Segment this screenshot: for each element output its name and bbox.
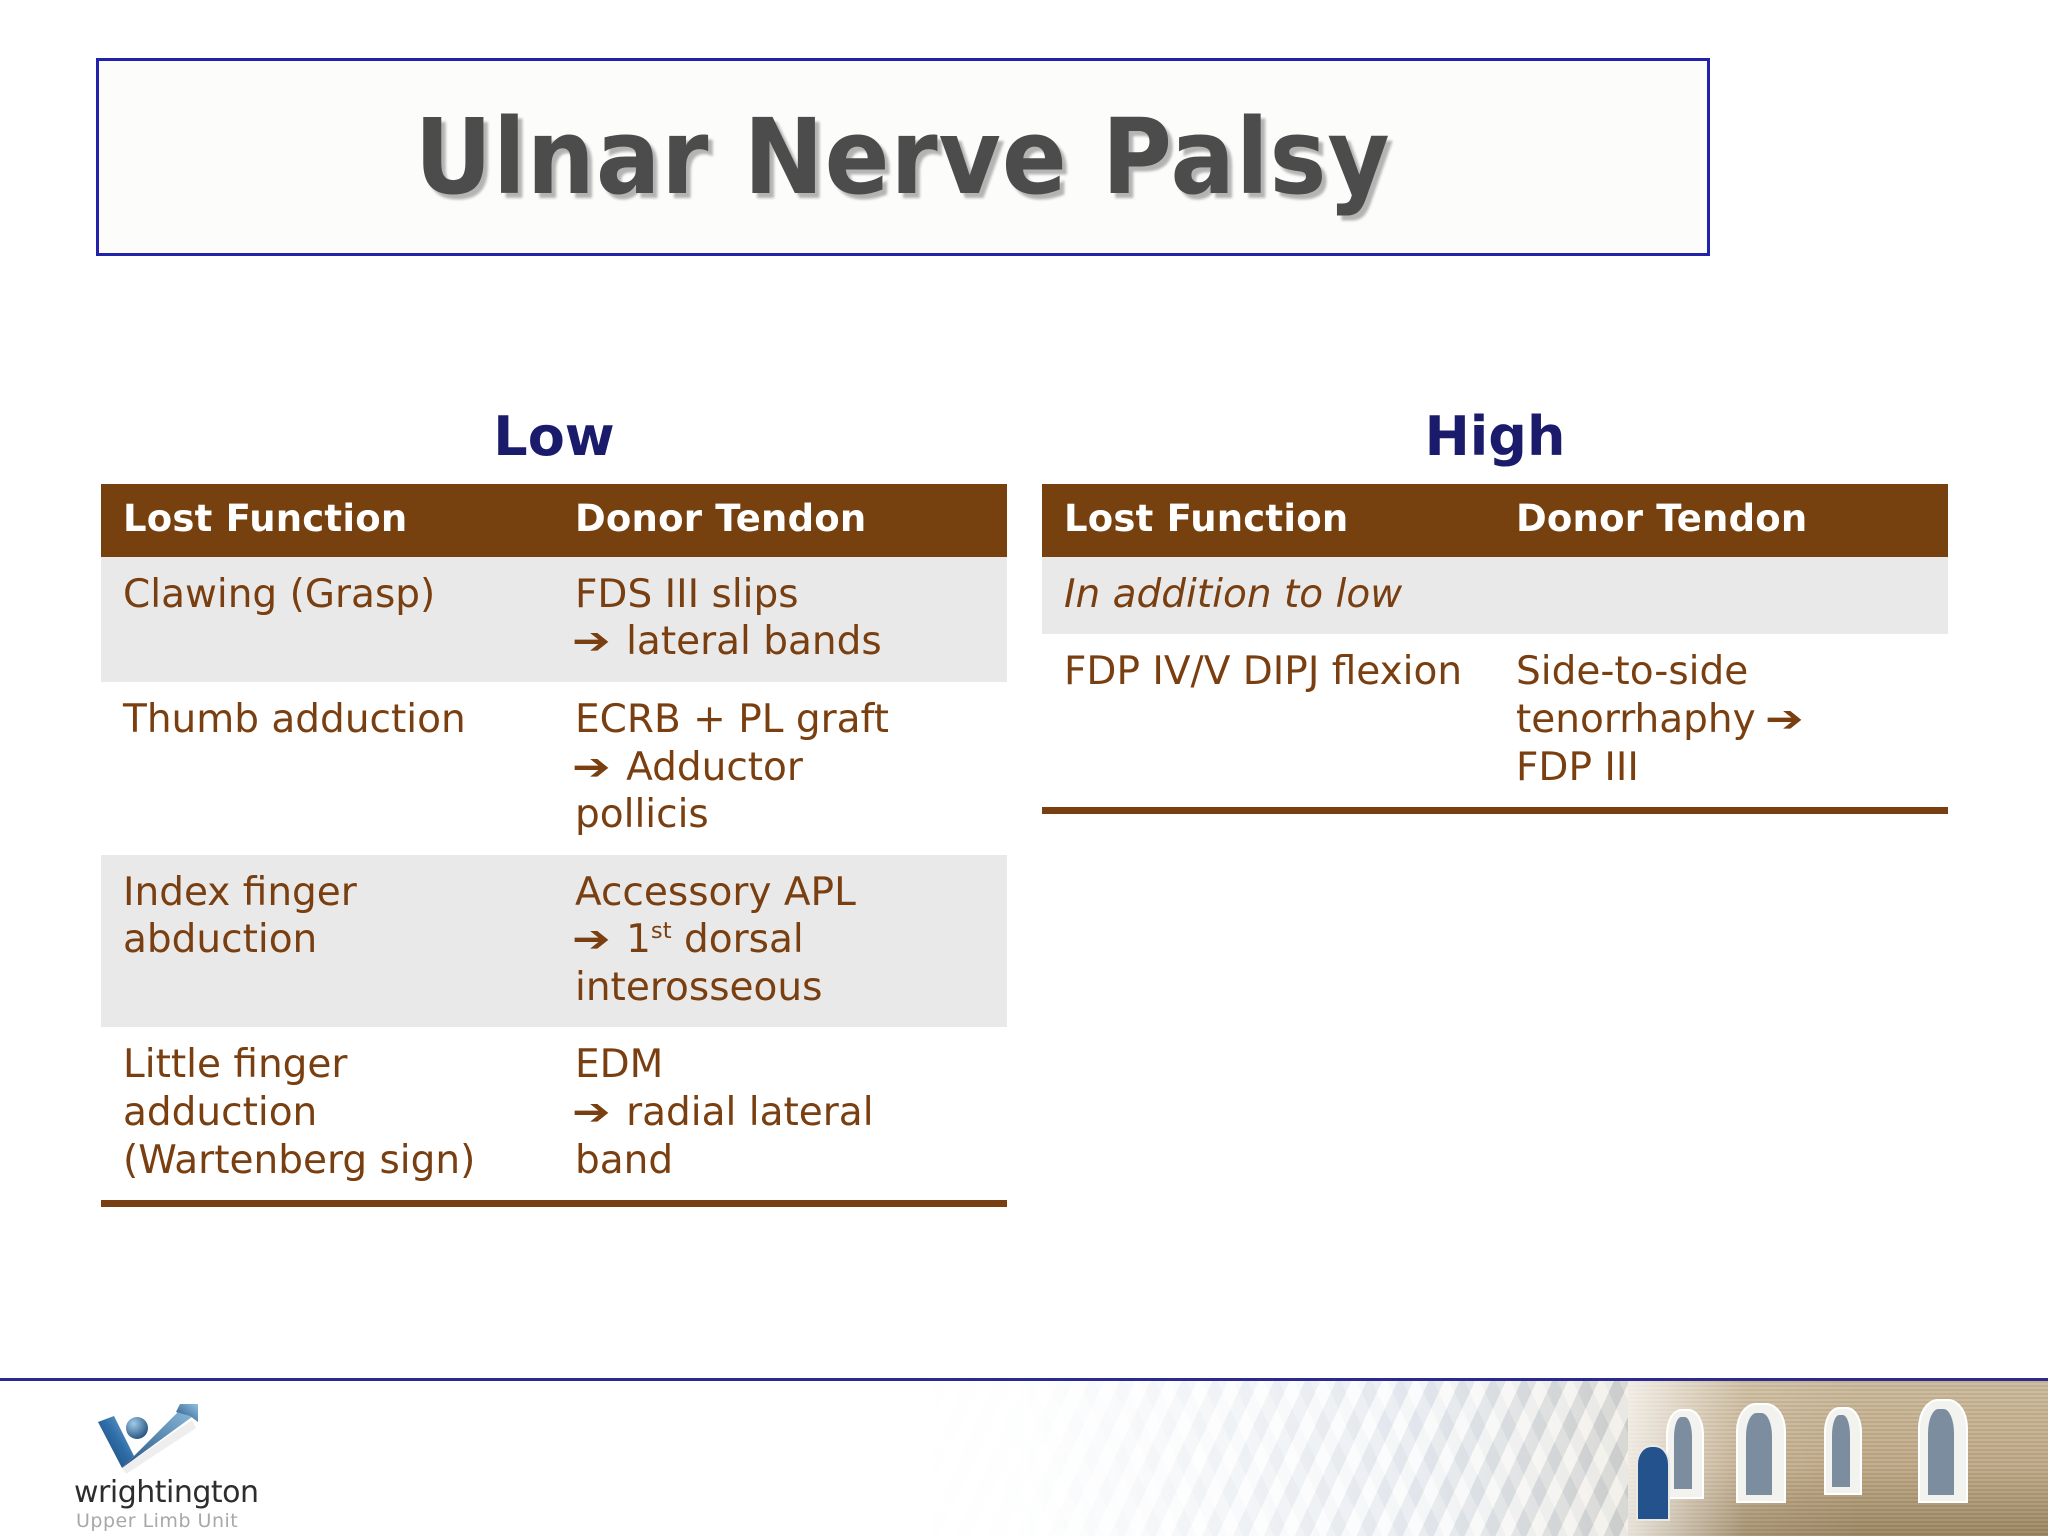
cell-note: In addition to low [1042,556,1948,635]
footer-band [0,1381,2048,1536]
cell-donor-tendon: FDS III slips ➔ lateral bands [553,556,1007,682]
donor-line-2: tenorrhaphy [1516,697,1756,742]
donor-line-2: lateral bands [626,619,882,665]
table-row: Little finger adduction (Wartenberg sign… [101,1027,1007,1208]
table-row: Clawing (Grasp) FDS III slips ➔ lateral … [101,556,1007,682]
arrow-right-icon: ➔ [572,745,611,789]
high-palsy-table: Lost Function Donor Tendon In addition t… [1042,484,1948,815]
table-row: FDP IV/V DIPJ flexion Side-to-side tenor… [1042,634,1948,815]
title-box: Ulnar Nerve Palsy [96,58,1710,256]
donor-line-1: Side-to-side [1516,649,1749,695]
cell-donor-tendon: Accessory APL ➔ 1st dorsal interosseous [553,854,1007,1028]
donor-line-1: ECRB + PL graft [575,697,889,742]
donor-line-3: interosseous [575,964,823,1010]
donor-line-2-suffix: dorsal [671,917,804,963]
table-row: Thumb adduction ECRB + PL graft ➔ Adduct… [101,682,1007,855]
arrow-right-icon: ➔ [572,1091,611,1134]
cell-donor-tendon: ECRB + PL graft ➔ Adductor pollicis [553,682,1007,855]
donor-line-2: radial lateral [626,1090,874,1136]
table-row: Index finger abduction Accessory APL ➔ 1… [101,854,1007,1028]
section-heading-low: Low [493,405,615,468]
page-title: Ulnar Nerve Palsy [414,96,1392,218]
hospital-building-photo [1628,1381,2048,1536]
arrow-right-icon: ➔ [572,918,611,962]
logo-subtitle: Upper Limb Unit [76,1510,239,1532]
section-heading-high: High [1424,405,1566,468]
cell-lost-function: Little finger adduction (Wartenberg sign… [101,1027,553,1208]
column-header-donor-tendon: Donor Tendon [1494,484,1948,557]
low-palsy-table: Lost Function Donor Tendon Clawing (Gras… [101,484,1007,1208]
donor-line-2: Adductor [626,744,803,790]
donor-line-3: band [575,1137,674,1183]
table-header-row: Lost Function Donor Tendon [101,484,1007,557]
donor-line-3: pollicis [575,792,709,838]
table-header-row: Lost Function Donor Tendon [1042,484,1948,557]
donor-line-1: Accessory APL [575,869,856,915]
cell-donor-tendon: Side-to-side tenorrhaphy ➔ FDP III [1494,634,1948,815]
logo-wordmark: wrightington [74,1475,259,1510]
donor-line-3: FDP III [1516,744,1639,790]
cell-lost-function: Index finger abduction [101,854,553,1028]
cell-lost-function: Thumb adduction [101,682,553,855]
arrow-right-icon: ➔ [572,620,611,664]
column-header-lost-function: Lost Function [101,484,553,557]
donor-line-1: EDM [575,1042,664,1088]
logo-swoosh-arrow-icon [98,1404,198,1474]
cell-lost-function: FDP IV/V DIPJ flexion [1042,634,1494,815]
donor-line-1: FDS III slips [575,571,799,617]
column-header-donor-tendon: Donor Tendon [553,484,1007,557]
wrightington-logo: wrightington Upper Limb Unit [74,1402,289,1532]
arrow-right-icon: ➔ [1765,698,1804,741]
ordinal-suffix: st [650,918,672,945]
cell-lost-function: Clawing (Grasp) [101,556,553,682]
donor-line-2-prefix: 1 [626,917,651,963]
cell-donor-tendon: EDM ➔ radial lateral band [553,1027,1007,1208]
table-row-note: In addition to low [1042,556,1948,635]
footer-divider [0,1378,2048,1381]
column-header-lost-function: Lost Function [1042,484,1494,557]
